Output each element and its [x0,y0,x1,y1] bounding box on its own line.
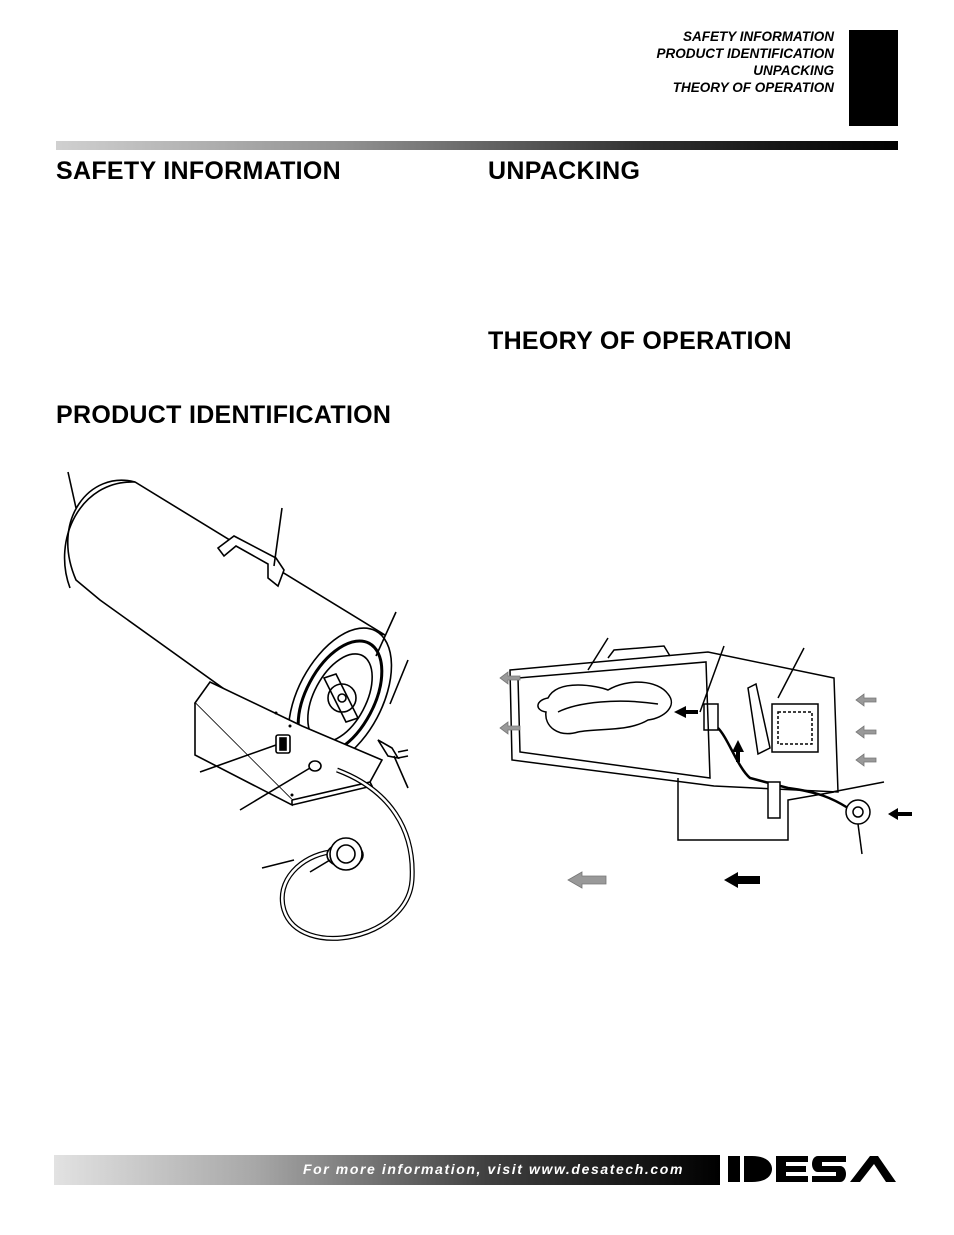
desa-logo [728,1156,896,1182]
footer-bar: For more information, visit www.desatech… [54,1155,720,1185]
header-link-safety: SAFETY INFORMATION [683,29,834,44]
page-tab-marker [849,30,898,126]
unpacking-title: UNPACKING [488,157,641,185]
header-link-theory: THEORY OF OPERATION [672,80,834,95]
theory-of-operation-title: THEORY OF OPERATION [488,327,792,355]
footer-website-text[interactable]: For more information, visit www.desatech… [302,1161,684,1177]
heater-product-illustration [63,471,415,941]
theory-of-operation-diagram [499,637,912,889]
header-link-product-identification: PRODUCT IDENTIFICATION [656,46,835,61]
header-link-unpacking: UNPACKING [753,63,834,78]
safety-information-title: SAFETY INFORMATION [56,157,342,185]
header-rule [56,141,898,150]
product-identification-title: PRODUCT IDENTIFICATION [56,401,392,429]
header-section-links: SAFETY INFORMATION PRODUCT IDENTIFICATIO… [657,28,835,96]
